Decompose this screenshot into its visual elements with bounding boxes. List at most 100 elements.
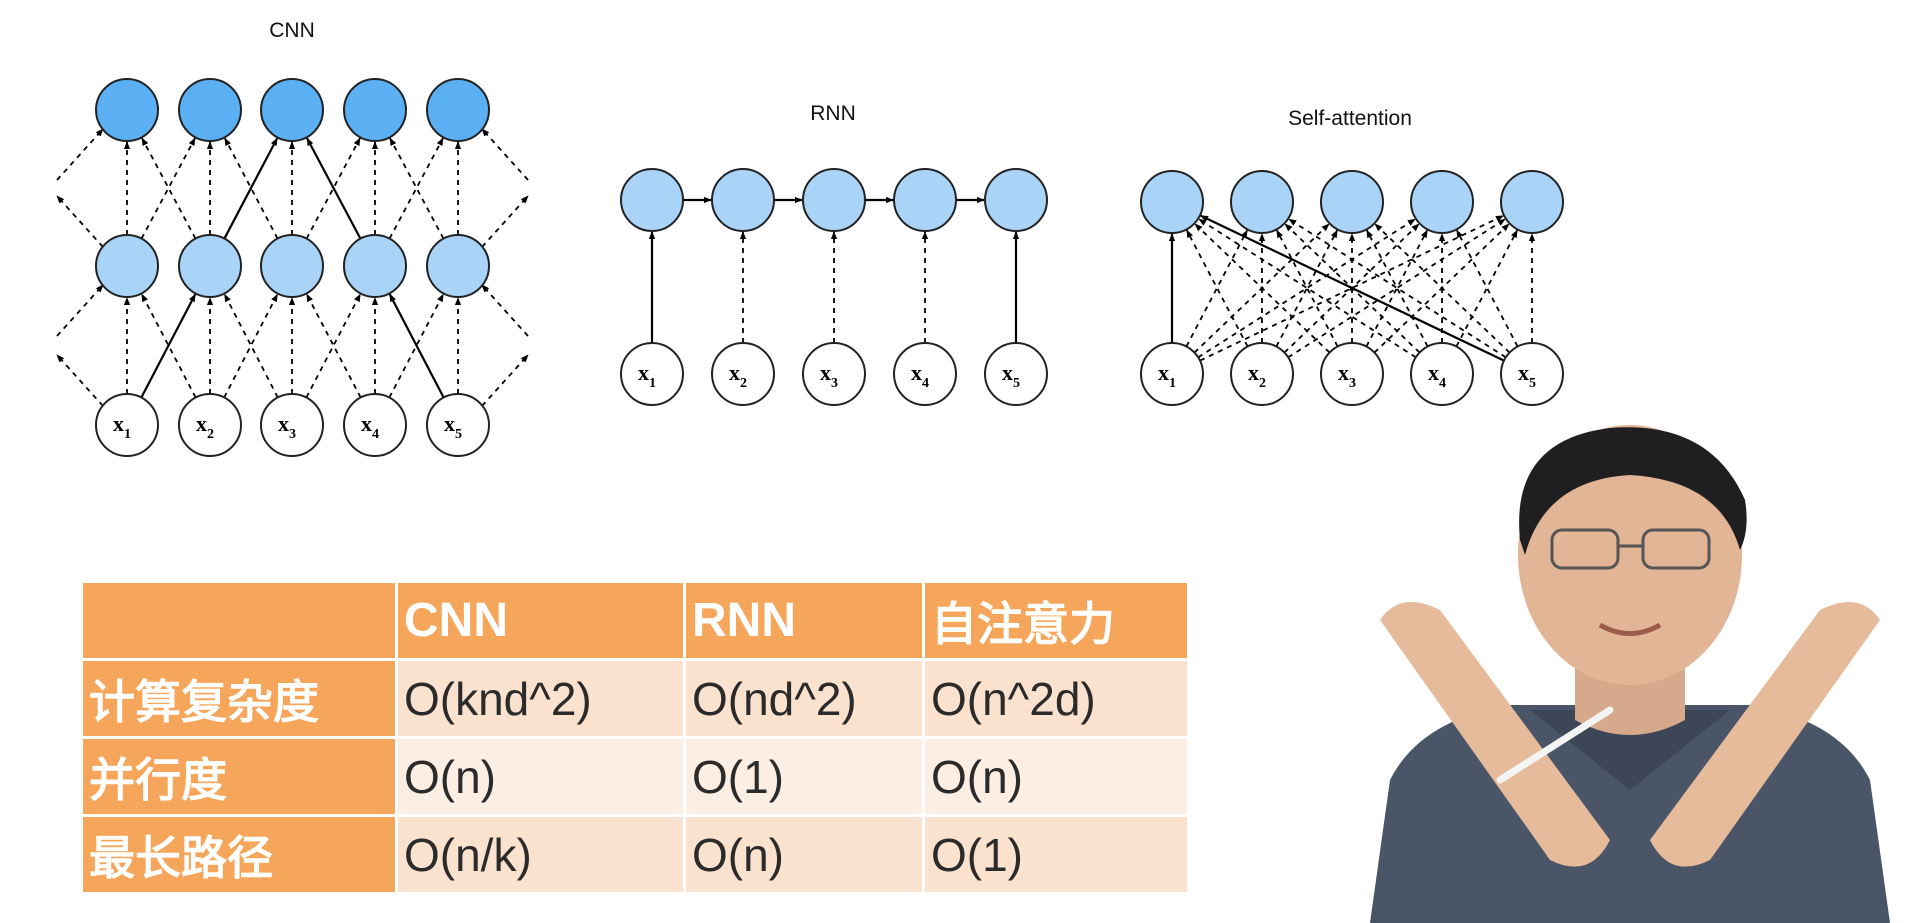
cnn-lower-edge-outer	[481, 354, 529, 407]
attention-edge	[1366, 229, 1429, 347]
cnn-input-node	[426, 393, 490, 457]
rnn-input-node	[893, 342, 957, 406]
cnn-hidden-node	[178, 234, 242, 298]
attention-edge	[1456, 229, 1519, 347]
rnn-hidden-node	[802, 168, 866, 232]
cnn-upper-edge	[224, 137, 279, 239]
cnn-upper-edge	[141, 137, 197, 240]
attention-output-node	[1410, 170, 1474, 234]
table-row: 计算复杂度 O(knd^2) O(nd^2) O(n^2d)	[83, 661, 1187, 736]
cell-attn-max-path: O(1)	[925, 817, 1187, 892]
attention-edge	[1186, 229, 1249, 347]
cnn-top-node	[260, 78, 324, 142]
header-rnn: RNN	[686, 583, 922, 658]
cnn-upper-edge-outer	[481, 195, 529, 248]
attention-output-node	[1500, 170, 1564, 234]
cnn-input-node	[95, 393, 159, 457]
cnn-upper-edge-outer	[481, 128, 529, 181]
attention-edge	[1288, 218, 1507, 359]
rnn-title: RNN	[810, 102, 856, 125]
attention-input-node	[1140, 342, 1204, 406]
cnn-upper-edge-outer	[56, 195, 104, 248]
table-row: 最长路径 O(n/k) O(n) O(1)	[83, 817, 1187, 892]
header-cnn: CNN	[398, 583, 683, 658]
header-self-attention: 自注意力	[925, 583, 1187, 658]
cnn-upper-edge	[140, 137, 196, 240]
comparison-table: CNN RNN 自注意力 计算复杂度 O(knd^2) O(nd^2) O(n^…	[80, 580, 1190, 895]
cell-rnn-parallelism: O(1)	[686, 739, 922, 814]
attention-edge	[1365, 229, 1428, 347]
attention-edge	[1374, 223, 1511, 354]
cnn-lower-edge-outer	[56, 354, 104, 407]
cnn-top-node	[95, 78, 159, 142]
cnn-input-node	[343, 393, 407, 457]
cnn-input-node	[178, 393, 242, 457]
cnn-lower-edge	[305, 293, 361, 398]
attention-edge	[1276, 229, 1339, 347]
attention-edge	[1198, 218, 1417, 359]
cnn-lower-edge-outer	[56, 284, 104, 337]
row-label-complexity: 计算复杂度	[83, 661, 395, 736]
cnn-top-node	[426, 78, 490, 142]
cnn-lower-edge	[140, 293, 197, 399]
attention-input-node	[1410, 342, 1474, 406]
attention-edge	[1275, 229, 1338, 347]
rnn-input-node	[984, 342, 1048, 406]
attention-edge	[1185, 229, 1248, 347]
cnn-top-node	[178, 78, 242, 142]
rnn-input-node	[711, 342, 775, 406]
attention-edge	[1200, 214, 1505, 362]
cell-cnn-complexity: O(knd^2)	[398, 661, 683, 736]
attention-edge	[1455, 229, 1518, 347]
cell-attn-complexity: O(n^2d)	[925, 661, 1187, 736]
cell-rnn-complexity: O(nd^2)	[686, 661, 922, 736]
cnn-lower-edge	[223, 293, 279, 398]
rnn-hidden-node	[893, 168, 957, 232]
cnn-top-node	[343, 78, 407, 142]
cnn-hidden-node	[343, 234, 407, 298]
cnn-lower-edge	[223, 293, 279, 398]
header-empty-cell	[83, 583, 395, 658]
cnn-hidden-node	[260, 234, 324, 298]
attention-edge	[1197, 218, 1416, 359]
cnn-input-node	[260, 393, 324, 457]
attention-edge	[1194, 223, 1331, 354]
row-label-parallelism: 并行度	[83, 739, 395, 814]
cnn-upper-edge	[388, 137, 444, 240]
rnn-input-node	[620, 342, 684, 406]
attention-output-node	[1140, 170, 1204, 234]
cnn-lower-edge	[388, 293, 445, 399]
edges-layer	[56, 128, 1536, 407]
cnn-upper-edge	[306, 137, 362, 240]
cell-rnn-max-path: O(n)	[686, 817, 922, 892]
self-attention-title: Self-attention	[1288, 107, 1412, 130]
cnn-hidden-node	[95, 234, 159, 298]
cnn-lower-edge	[306, 293, 362, 398]
cnn-upper-edge	[389, 137, 445, 240]
cnn-upper-edge-outer	[56, 128, 104, 181]
attention-output-node	[1230, 170, 1294, 234]
rnn-input-node	[802, 342, 866, 406]
rnn-hidden-node	[620, 168, 684, 232]
table-row: 并行度 O(n) O(1) O(n)	[83, 739, 1187, 814]
attention-input-node	[1230, 342, 1294, 406]
attention-output-node	[1320, 170, 1384, 234]
cnn-upper-edge	[305, 137, 361, 240]
cnn-title: CNN	[269, 19, 315, 42]
cnn-hidden-node	[426, 234, 490, 298]
rnn-hidden-node	[711, 168, 775, 232]
cell-cnn-parallelism: O(n)	[398, 739, 683, 814]
cell-attn-parallelism: O(n)	[925, 739, 1187, 814]
row-label-max-path: 最长路径	[83, 817, 395, 892]
cnn-lower-edge-outer	[481, 284, 529, 337]
attention-input-node	[1320, 342, 1384, 406]
table-header-row: CNN RNN 自注意力	[83, 583, 1187, 658]
cnn-upper-edge	[223, 137, 279, 240]
attention-input-node	[1500, 342, 1564, 406]
cell-cnn-max-path: O(n/k)	[398, 817, 683, 892]
attention-edge	[1287, 218, 1506, 359]
presenter-figure	[1370, 425, 1890, 923]
rnn-hidden-node	[984, 168, 1048, 232]
